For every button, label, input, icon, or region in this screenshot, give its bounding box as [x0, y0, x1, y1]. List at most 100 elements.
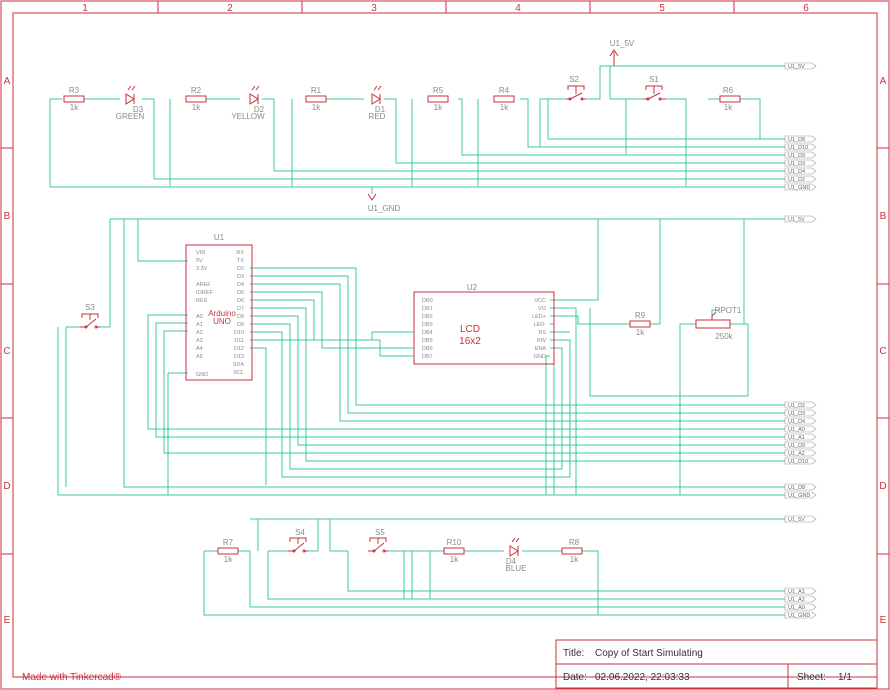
led-d3: D3 GREEN	[116, 85, 145, 121]
led-name: D2	[254, 105, 265, 114]
arduino-pin-label: D3	[237, 274, 244, 280]
resistor-r4: R4 1k	[493, 86, 515, 112]
resistor-value: 1k	[636, 328, 645, 337]
arduino-pin-label: IOREF	[196, 290, 213, 296]
net-labels: U1_5VU1_D8U1_D10U1_D9U1_D3U1_D4U1_D2U1_G…	[784, 62, 817, 619]
resistor-name: R1	[311, 86, 322, 95]
switch-s1: S1	[644, 75, 666, 101]
arduino-pin-label: D12	[234, 346, 244, 352]
net-label-text: U1_GND	[788, 493, 810, 499]
row-label: E	[880, 615, 887, 626]
switch-s3: S3	[80, 303, 100, 329]
resistor-value: 1k	[434, 103, 443, 112]
net-label: U1_GND	[784, 183, 817, 191]
row-label: C	[3, 346, 10, 357]
row-label: A	[880, 76, 887, 87]
net-label: U1_D8	[784, 483, 817, 491]
resistor-name: R10	[447, 538, 462, 547]
arduino-pin-label: D13	[234, 354, 244, 360]
lcd-pin-label: DB6	[422, 346, 433, 352]
net-label-text: U1_D8	[788, 137, 805, 143]
footer-credit: Made with Tinkercad®	[22, 672, 122, 683]
arduino-title: Arduino	[208, 309, 236, 318]
net-label-text: U1_D10	[788, 459, 808, 465]
net-label-text: U1_A1	[788, 435, 805, 441]
arduino-pin-label: A2	[196, 330, 203, 336]
lcd-pin-label: VCC	[534, 298, 546, 304]
lcd-pin-label: VO	[538, 306, 547, 312]
title-label: Title:	[563, 648, 584, 659]
led-color: BLUE	[506, 564, 527, 573]
net-label: U1_D8	[784, 135, 817, 143]
net-label-text: U1_D2	[788, 177, 805, 183]
net-label: U1_D9	[784, 441, 817, 449]
resistor-value: 1k	[500, 103, 509, 112]
resistor-name: R3	[69, 86, 80, 95]
column-label: 4	[515, 3, 521, 14]
lcd-pin-label: RW	[537, 338, 547, 344]
arduino-pin-label: RX	[236, 250, 244, 256]
lcd-pin-label: LED-	[533, 322, 546, 328]
resistor-value: 1k	[312, 103, 321, 112]
resistor-r7: R7 1k	[217, 538, 239, 564]
lcd-pin-label: RS	[538, 330, 546, 336]
pot-value: 250k	[715, 332, 733, 341]
net-label-text: U1_GND	[788, 613, 810, 619]
resistor-r6: R6 1k	[719, 86, 741, 112]
arduino-pin-label: D8	[237, 314, 244, 320]
net-label: U1_A1	[784, 433, 817, 441]
lcd-pin-label: DB7	[422, 354, 433, 360]
pot-name: RPOT1	[715, 306, 742, 315]
arduino-pin-label: D11	[234, 338, 244, 344]
net-label: U1_A0	[784, 603, 817, 611]
net-label: U1_D2	[784, 175, 817, 183]
arduino-pin-label: D5	[237, 290, 244, 296]
arduino-pin-label: D10	[234, 330, 244, 336]
potentiometer-rpot1: RPOT1 250k	[695, 306, 742, 341]
arduino-pin-label: D2	[237, 266, 244, 272]
net-label-text: U1_5V	[788, 217, 805, 223]
arduino-pin-label: D6	[237, 298, 244, 304]
switch-s2: S2	[566, 75, 586, 101]
led-name: D1	[375, 105, 386, 114]
net-label-text: U1_D4	[788, 169, 805, 175]
row-label: D	[879, 481, 886, 492]
arduino-pin-label: A4	[196, 346, 203, 352]
arduino-uno: U1 Arduino UNO VIN5V3.3VAREFIOREFRESA0A1…	[185, 233, 253, 381]
net-label-text: U1_A0	[788, 605, 805, 611]
resistor-name: R6	[723, 86, 734, 95]
net-label: U1_5V	[784, 62, 817, 70]
arduino-pin-label: A0	[196, 314, 203, 320]
column-label: 1	[82, 3, 88, 14]
net-label: U1_D3	[784, 409, 817, 417]
arduino-pin-label: D7	[237, 306, 244, 312]
date-label: Date:	[563, 672, 587, 683]
led-name: D4	[506, 557, 517, 566]
arduino-pin-label: 3.3V	[196, 266, 208, 272]
net-label: U1_D10	[784, 457, 817, 465]
ground-symbol: U1_GND	[367, 193, 400, 213]
arduino-pin-label: 5V	[196, 258, 203, 264]
resistor-name: R8	[569, 538, 580, 547]
sheet-label: Sheet:	[797, 672, 826, 683]
net-label: U1_D10	[784, 143, 817, 151]
resistor-r5: R5 1k	[427, 86, 449, 112]
lcd-pin-label: DB5	[422, 338, 433, 344]
arduino-pin-label: GND	[196, 372, 208, 378]
switch-name: S3	[85, 303, 95, 312]
arduino-pin-label: A1	[196, 322, 203, 328]
lcd-pin-label: ENA	[535, 346, 547, 352]
arduino-subtitle: UNO	[213, 317, 231, 326]
switch-name: S2	[569, 75, 579, 84]
net-label: U1_A0	[784, 425, 817, 433]
net-label: U1_A2	[784, 449, 817, 457]
led-name: D3	[133, 105, 144, 114]
led-color: GREEN	[116, 112, 145, 121]
net-label: U1_A1	[784, 587, 817, 595]
led-d2: D2 YELLOW	[231, 85, 265, 121]
